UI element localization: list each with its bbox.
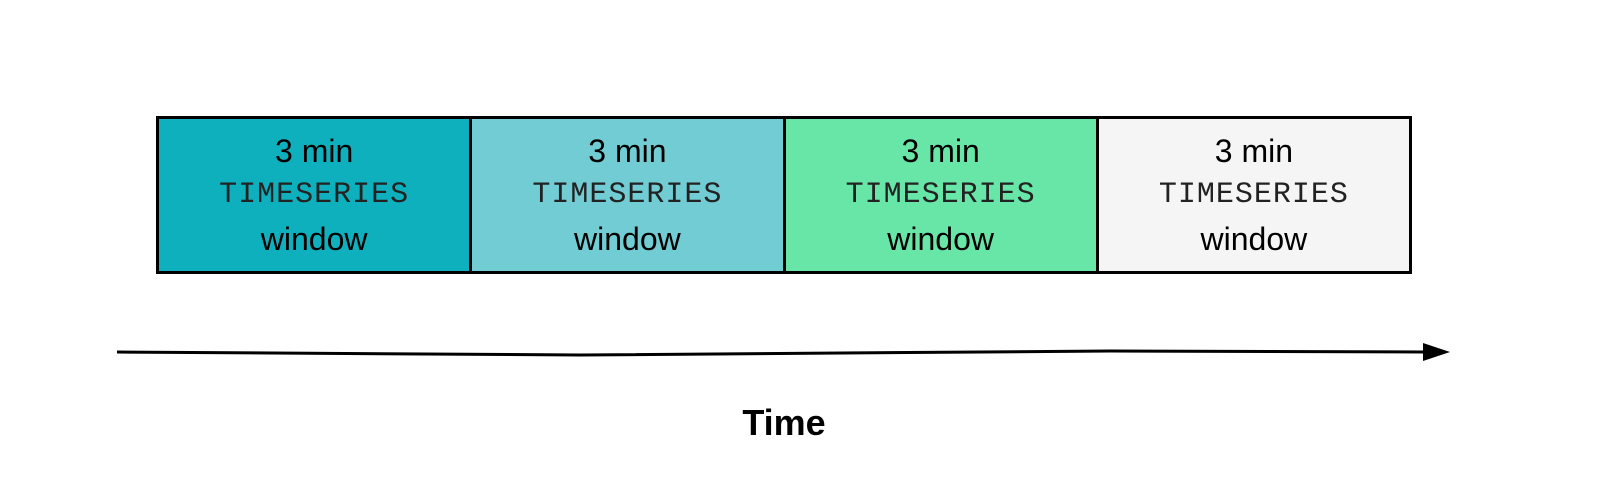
time-arrow-line xyxy=(116,349,1426,357)
arrow-head-icon xyxy=(1423,343,1450,361)
time-axis-label: Time xyxy=(742,402,826,443)
window-label: window xyxy=(1200,221,1308,257)
window-duration: 3 min xyxy=(1214,133,1293,169)
window-duration: 3 min xyxy=(275,133,354,169)
window-duration: 3 min xyxy=(901,133,980,169)
window-label: window xyxy=(260,221,368,257)
window-keyword: TIMESERIES xyxy=(532,178,723,212)
window-block-1: 3 min TIMESERIES window xyxy=(159,119,473,271)
timeseries-window-strip: 3 min TIMESERIES window 3 min TIMESERIES… xyxy=(156,116,1412,274)
window-block-4: 3 min TIMESERIES window xyxy=(1098,119,1409,271)
window-keyword: TIMESERIES xyxy=(845,178,1036,212)
window-duration: 3 min xyxy=(588,133,667,169)
window-keyword: TIMESERIES xyxy=(1158,178,1349,212)
window-label: window xyxy=(887,221,994,257)
window-block-2: 3 min TIMESERIES window xyxy=(472,119,786,271)
window-label: window xyxy=(574,221,681,257)
window-keyword: TIMESERIES xyxy=(219,178,410,212)
window-block-3: 3 min TIMESERIES window xyxy=(785,119,1099,271)
